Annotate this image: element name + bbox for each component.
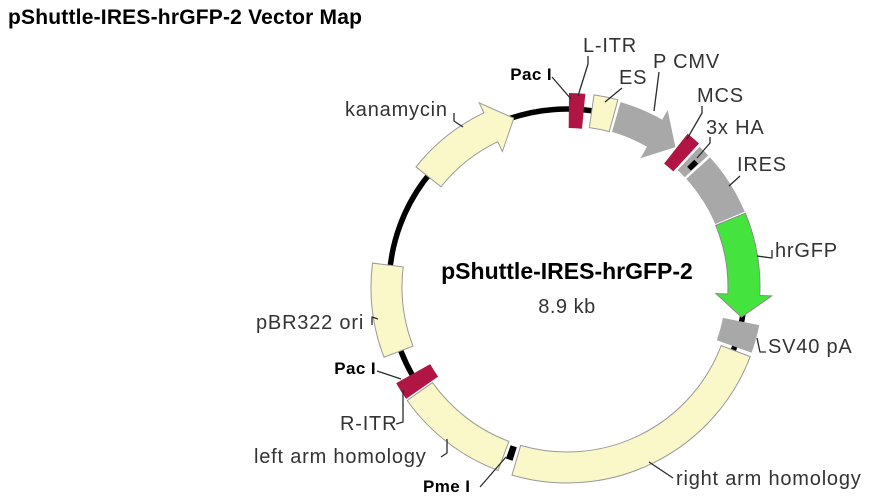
label-pac-i-top: Pac I	[510, 65, 552, 84]
label-sv40-pa: SV40 pA	[768, 336, 853, 358]
ires-leader	[728, 175, 741, 187]
es-block	[588, 94, 619, 133]
right-arm-leader	[648, 461, 674, 479]
sv40-pa-leader	[756, 337, 766, 353]
left-arm-leader	[440, 439, 448, 458]
label-left-arm: left arm homology	[254, 446, 427, 468]
page-title: pShuttle-IRES-hrGFP-2 Vector Map	[8, 6, 363, 29]
3x-ha-marker	[687, 159, 699, 171]
plasmid-size: 8.9 kb	[538, 296, 596, 318]
sv40-pa-block	[716, 317, 760, 353]
pbr322-ori-block	[370, 262, 414, 358]
pac-i-top-leader	[551, 76, 572, 100]
r-itr-leader	[395, 390, 404, 425]
es-leader	[604, 87, 623, 103]
backbone-arc	[386, 106, 605, 377]
p-cmv-arrow	[610, 100, 677, 160]
p-cmv-leader	[653, 71, 660, 112]
pbr322-ori-leader	[371, 316, 379, 325]
label-kanamycin: kanamycin	[345, 99, 448, 121]
label-p-cmv: P CMV	[653, 51, 720, 73]
label-mcs: MCS	[697, 85, 744, 107]
pac-i-lower-site-block	[396, 364, 439, 399]
label-es: ES	[619, 67, 648, 89]
ires-arc	[686, 157, 745, 225]
mcs-site-block	[664, 133, 699, 172]
label-hrgfp: hrGFP	[775, 240, 838, 262]
3x-ha-leader	[696, 137, 711, 159]
hrgfp-leader	[756, 250, 773, 259]
pac-i-top-site-block	[568, 93, 586, 129]
hrgfp-arrow	[714, 212, 774, 318]
mcs-leader	[686, 106, 703, 140]
right-arm-homology-arc	[511, 344, 751, 484]
label-right-arm: right arm homology	[676, 468, 862, 490]
label-3x-ha: 3x HA	[706, 117, 765, 139]
plasmid-name: pShuttle-IRES-hrGFP-2	[441, 258, 693, 284]
label-pbr322-ori: pBR322 ori	[256, 312, 365, 334]
kanamycin-leader	[453, 113, 464, 128]
label-l-itr: L-ITR	[583, 35, 637, 57]
kanamycin-arrow	[415, 101, 515, 188]
label-pme-i: Pme I	[423, 477, 471, 496]
label-r-itr: R-ITR	[340, 413, 398, 435]
pme-i-leader	[479, 456, 507, 488]
l-itr-leader	[577, 56, 589, 97]
label-ires: IRES	[737, 154, 787, 176]
left-arm-homology-arc	[406, 381, 510, 472]
pac-i-lower-leader	[376, 370, 402, 380]
label-pac-i-lower: Pac I	[334, 359, 376, 378]
pme-i-marker	[505, 445, 517, 461]
